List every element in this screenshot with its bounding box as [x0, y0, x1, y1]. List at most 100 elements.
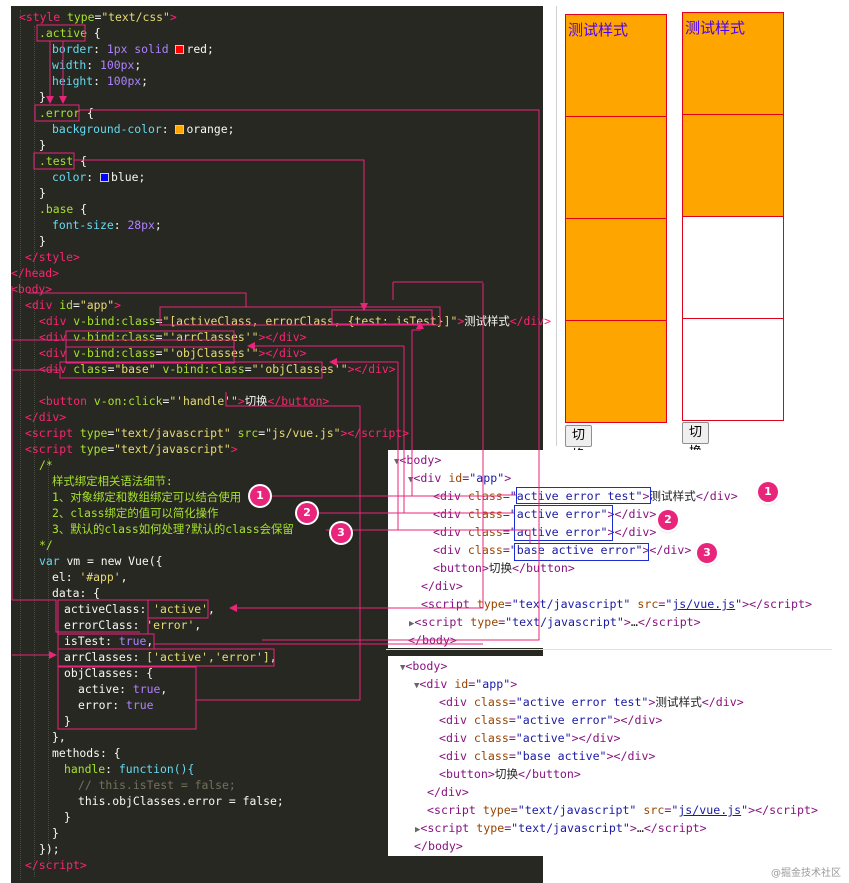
expand-triangle-icon[interactable]: ▶: [415, 825, 421, 835]
code-line: .base {: [39, 202, 88, 216]
dom-node-button[interactable]: <button>切换</button>: [439, 767, 581, 781]
code-line: .active {: [39, 26, 101, 40]
highlight-box-class-2: [514, 505, 613, 541]
annotation-badge-1: 1: [250, 486, 270, 506]
dom-node-div-2[interactable]: <div class="active error"></div>: [439, 713, 663, 727]
dom-node-body[interactable]: ▼<body>: [394, 453, 442, 467]
code-line: /*: [39, 458, 53, 472]
collapse-triangle-icon[interactable]: ▼: [408, 475, 414, 485]
dom-node-script-vue[interactable]: <script type="text/javascript" src="js/v…: [427, 803, 818, 817]
code-editor: <style type="text/css"> .active { border…: [11, 6, 551, 883]
code-line: },: [52, 730, 66, 744]
dom-node-div-4[interactable]: <div class="base active"></div>: [439, 749, 656, 763]
code-line: </style>: [25, 250, 80, 264]
code-line: height: 100px;: [52, 74, 149, 88]
code-line: var vm = new Vue({: [39, 554, 163, 568]
preview-box-4: [565, 321, 667, 423]
code-line: 样式绑定相关语法细节:: [52, 474, 173, 488]
box-test-selector: [33, 152, 75, 170]
watermark: @掘金技术社区: [771, 868, 841, 879]
dom-node-script-inline[interactable]: ▶<script type="text/javascript">…</scrip…: [409, 615, 701, 629]
box-test-binding: [331, 309, 433, 325]
script-src-link[interactable]: js/vue.js: [672, 597, 736, 611]
code-line: }: [39, 234, 46, 248]
box-error-selector: [34, 104, 80, 122]
code-line: <script type="text/javascript">: [25, 442, 238, 456]
preview-box-1: 测试样式: [565, 14, 667, 117]
dom-node-div-4[interactable]: <div class="base active error"></div>: [433, 543, 692, 557]
box-active-val: [147, 599, 209, 619]
box-line1-binding: [159, 306, 441, 326]
dom-node-div-1[interactable]: <div class="active error test">测试样式</div…: [439, 695, 744, 709]
line-error-to-arr: [79, 109, 540, 641]
preview-box-4: [682, 319, 784, 421]
code-line: // this.isTest = false;: [78, 778, 236, 792]
dom-node-div-2[interactable]: <div class="active error"></div>: [433, 507, 657, 521]
code-line: .test {: [39, 154, 88, 168]
dom-node-div-3[interactable]: <div class="active error"></div>: [433, 525, 657, 539]
collapse-triangle-icon[interactable]: ▼: [400, 663, 406, 673]
code-line: <div v-bind:class="'objClasses'"></div>: [39, 346, 307, 360]
dom-node-div-3[interactable]: <div class="active"></div>: [439, 731, 621, 745]
preview-box-3: [565, 219, 667, 321]
code-line: width: 100px;: [52, 58, 142, 72]
dom-node-div-close: </div>: [427, 785, 469, 799]
code-line: 2、class绑定的值可以简化操作: [52, 506, 219, 520]
color-swatch-red: [175, 45, 185, 54]
code-line: <script type="text/javascript" src="js/v…: [25, 426, 410, 440]
code-line: <div class="base" v-bind:class="'objClas…: [39, 362, 396, 376]
indent-guide: [34, 302, 35, 877]
code-line: error: true: [78, 698, 154, 712]
dom-node-script-inline[interactable]: ▶<script type="text/javascript">…</scrip…: [415, 821, 707, 835]
annotation-badge-3: 3: [331, 523, 351, 543]
code-line: handle: function(){: [64, 762, 195, 776]
code-line: this.objClasses.error = false;: [78, 794, 284, 808]
indent-guide: [34, 26, 35, 274]
code-line: el: '#app',: [52, 570, 128, 584]
box-arrclasses: [57, 648, 275, 667]
box-data-classes: [57, 599, 149, 635]
dom-node-app[interactable]: ▼<div id="app">: [414, 677, 518, 691]
code-line: active: true,: [78, 682, 168, 696]
code-line: }: [52, 826, 59, 840]
collapse-triangle-icon[interactable]: ▼: [414, 681, 420, 691]
code-line: <div id="app">: [25, 298, 122, 312]
preview-separator: [556, 6, 557, 446]
indent-guide: [48, 458, 49, 862]
color-swatch-orange: [175, 125, 185, 134]
code-line: font-size: 28px;: [52, 218, 162, 232]
script-src-link[interactable]: js/vue.js: [678, 803, 742, 817]
code-line: <button v-on:click="'handle'">切换</button…: [39, 394, 330, 408]
code-line: <style type="text/css">: [19, 10, 177, 24]
code-line: isTest: true,: [64, 634, 154, 648]
preview-box-2: [565, 117, 667, 219]
code-line: methods: {: [52, 746, 121, 760]
code-line: </script>: [25, 858, 87, 872]
code-line: color: blue;: [52, 170, 146, 184]
highlight-box-class-3: [514, 543, 649, 561]
code-line: }: [64, 810, 71, 824]
preview-box-3: [682, 217, 784, 319]
dom-node-body-close: </body>: [414, 839, 463, 853]
dom-inspector-before: ▼<body> ▼<div id="app"> <div class="acti…: [388, 450, 832, 648]
code-line: border: 1px solid red;: [52, 42, 214, 56]
collapse-triangle-icon[interactable]: ▼: [394, 457, 400, 467]
box-objclasses: [57, 666, 197, 730]
code-line: });: [39, 842, 60, 856]
code-line: .error {: [39, 106, 94, 120]
expand-triangle-icon[interactable]: ▶: [409, 619, 415, 629]
preview-box-1: 测试样式: [682, 12, 784, 115]
dom-node-body[interactable]: ▼<body>: [400, 659, 448, 673]
preview-text: 测试样式: [685, 19, 746, 37]
panel-divider: [386, 649, 832, 650]
dom-node-button[interactable]: <button>切换</button>: [433, 561, 575, 575]
code-line: objClasses: {: [64, 666, 154, 680]
code-line: */: [39, 538, 53, 552]
box-base-binding: [59, 361, 323, 379]
code-line: 1、对象绑定和数组绑定可以结合使用: [52, 490, 242, 504]
box-obj-binding: [65, 346, 235, 364]
color-swatch-blue: [100, 173, 110, 182]
dom-inspector-after: ▼<body> ▼<div id="app"> <div class="acti…: [388, 656, 832, 856]
dom-node-app[interactable]: ▼<div id="app">: [408, 471, 512, 485]
